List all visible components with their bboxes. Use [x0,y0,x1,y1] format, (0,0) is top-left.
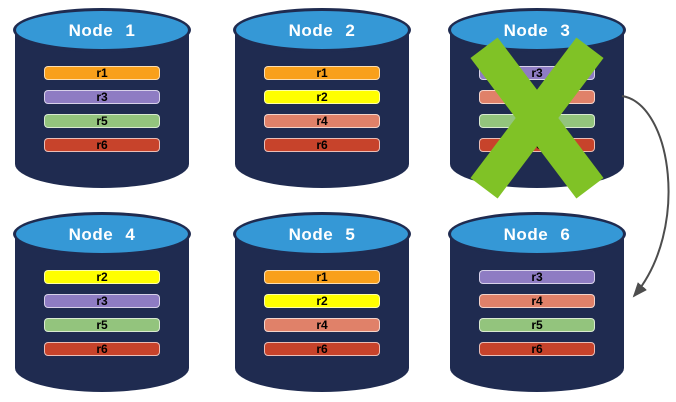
node-2-cylinder-body [235,30,409,188]
node-1-cylinder-body [15,30,189,188]
node-6-cylinder-body [450,234,624,392]
node-4-cylinder-body [15,234,189,392]
node-5-title: Node 5 [288,225,356,244]
node-2-row-r2: r2 [264,90,380,104]
node-6-replica-list: r3 r4 r5 r6 [479,270,595,356]
node-4-cylinder-top: Node 4 [13,212,191,256]
node-2: Node 2 r1 r2 r4 r6 [233,8,411,190]
node-4-row-r5: r5 [44,318,160,332]
node-5-row-r6-label: r6 [316,342,328,356]
node-1-row-r3-label: r3 [96,90,108,104]
node-2-row-r1: r1 [264,66,380,80]
node-1-replica-list: r1 r3 r5 r6 [44,66,160,152]
node-6-title: Node 6 [503,225,571,244]
node-4-row-r6: r6 [44,342,160,356]
node-1-row-r3: r3 [44,90,160,104]
node-1-cylinder-top: Node 1 [13,8,191,52]
node-5-row-r4: r4 [264,318,380,332]
node-5-cylinder-top: Node 5 [233,212,411,256]
failover-arrow-path [621,95,670,298]
node-2-row-r6-label: r6 [316,138,328,152]
failure-x-icon [470,37,604,199]
node-6-row-r4-label: r4 [531,294,543,308]
node-6-row-r5: r5 [479,318,595,332]
node-5: Node 5 r1 r2 r4 r6 [233,212,411,394]
node-5-row-r1: r1 [264,270,380,284]
node-4-row-r3: r3 [44,294,160,308]
node-4-title: Node 4 [68,225,136,244]
node-5-row-r4-label: r4 [316,318,328,332]
node-1-row-r5-label: r5 [96,114,108,128]
node-5-row-r6: r6 [264,342,380,356]
node-4-row-r2: r2 [44,270,160,284]
node-2-title: Node 2 [288,21,356,40]
node-6-row-r3-label: r3 [531,270,543,284]
node-3-row-r3-label: r3 [531,66,543,80]
node-1-title: Node 1 [68,21,136,40]
node-2-row-r2-label: r2 [316,90,328,104]
node-4-row-r6-label: r6 [96,342,108,356]
node-6-row-r6: r6 [479,342,595,356]
node-3-cylinder-top: Node 3 [448,8,626,52]
node-1-row-r6: r6 [44,138,160,152]
node-6-row-r6-label: r6 [531,342,543,356]
node-1-row-r1: r1 [44,66,160,80]
node-2-row-r1-label: r1 [316,66,328,80]
node-3: Node 3 r3 r4 r5 r6 [448,8,626,199]
node-5-replica-list: r1 r2 r4 r6 [264,270,380,356]
node-3-title: Node 3 [503,21,571,40]
node-4-row-r2-label: r2 [96,270,108,284]
node-4-row-r3-label: r3 [96,294,108,308]
node-5-cylinder-body [235,234,409,392]
node-1-row-r6-label: r6 [96,138,108,152]
node-6: Node 6 r3 r4 r5 r6 [448,212,626,394]
node-2-replica-list: r1 r2 r4 r6 [264,66,380,152]
node-2-row-r4: r4 [264,114,380,128]
node-6-cylinder-top: Node 6 [448,212,626,256]
node-4-row-r5-label: r5 [96,318,108,332]
node-2-row-r6: r6 [264,138,380,152]
node-5-row-r2-label: r2 [316,294,328,308]
node-1-row-r5: r5 [44,114,160,128]
node-6-row-r4: r4 [479,294,595,308]
node-1: Node 1 r1 r3 r5 r6 [13,8,191,190]
node-1-row-r1-label: r1 [96,66,108,80]
node-2-row-r4-label: r4 [316,114,328,128]
node-5-row-r1-label: r1 [316,270,328,284]
node-6-row-r5-label: r5 [531,318,543,332]
node-5-row-r2: r2 [264,294,380,308]
node-4: Node 4 r2 r3 r5 r6 [13,212,191,394]
node-6-row-r3: r3 [479,270,595,284]
node-4-replica-list: r2 r3 r5 r6 [44,270,160,356]
node-2-cylinder-top: Node 2 [233,8,411,52]
